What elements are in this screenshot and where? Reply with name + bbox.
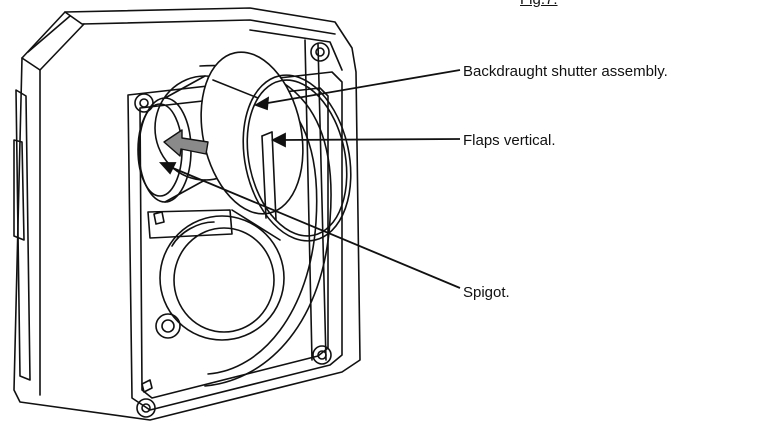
direction-arrow-icon [163, 129, 209, 157]
motor-housing [155, 215, 285, 341]
callout-spigot: Spigot. [463, 284, 510, 301]
callout-shutter-assembly: Backdraught shutter assembly. [463, 63, 668, 80]
callout-flaps-vertical: Flaps vertical. [463, 132, 556, 149]
figure-label: Fig.7. [520, 0, 558, 8]
housing-outline [13, 7, 361, 421]
leader-line-spigot [158, 162, 461, 289]
leader-line-shutter [253, 69, 461, 111]
shutter-assembly [200, 51, 352, 242]
mounting-plate [141, 209, 233, 393]
leader-line-flaps [270, 132, 461, 148]
